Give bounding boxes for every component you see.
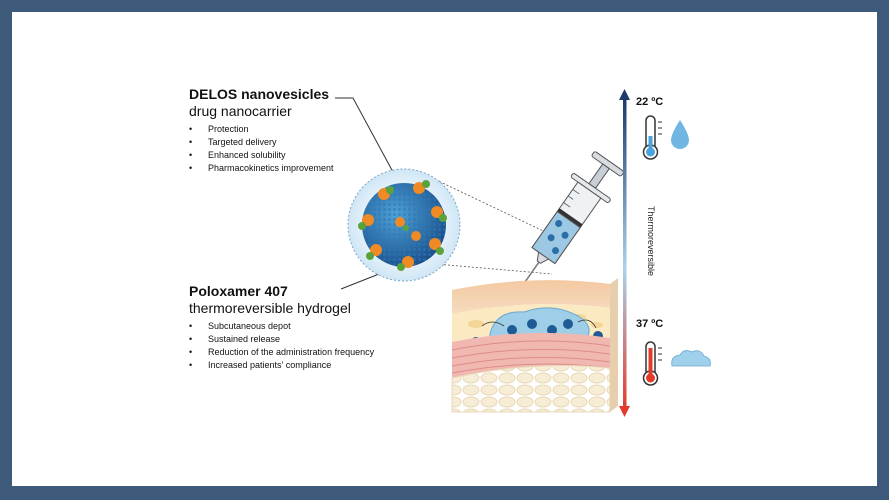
list-item: Protection (189, 123, 419, 136)
list-item: Pharmacokinetics improvement (189, 162, 419, 175)
carrier-subtitle: drug nanocarrier (189, 103, 292, 119)
hydrogel-subtitle: thermoreversible hydrogel (189, 300, 351, 316)
droplet-icon (671, 120, 689, 149)
nanovesicle-icon (347, 168, 461, 282)
slide: DELOS nanovesicles drug nanocarrier Prot… (12, 12, 877, 486)
cold-temperature-label: 22 ºC (636, 96, 664, 108)
diagram-art (335, 89, 711, 417)
list-item: Sustained release (189, 333, 389, 346)
hydrogel-block: Poloxamer 407 thermoreversible hydrogel … (189, 283, 389, 372)
thermometer-cold-icon (642, 115, 662, 160)
temperature-gradient-arrow (619, 89, 630, 417)
carrier-list: Protection Targeted delivery Enhanced so… (189, 123, 419, 175)
list-item: Subcutaneous depot (189, 320, 389, 333)
thermometer-warm-icon (642, 341, 662, 386)
list-item: Enhanced solubility (189, 149, 419, 162)
carrier-title: DELOS nanovesicles (189, 86, 330, 102)
carrier-block: DELOS nanovesicles drug nanocarrier Prot… (189, 86, 419, 175)
hydrogel-title: Poloxamer 407 (189, 283, 288, 299)
hydrogel-list: Subcutaneous depot Sustained release Red… (189, 320, 389, 372)
skin-section-icon (451, 278, 618, 413)
list-item: Targeted delivery (189, 136, 419, 149)
list-item: Reduction of the administration frequenc… (189, 346, 389, 359)
gel-cloud-icon (671, 350, 711, 367)
warm-temperature-label: 37 ºC (636, 318, 664, 330)
callout-line-hydrogel (340, 273, 380, 290)
list-item: Increased patients’ compliance (189, 359, 389, 372)
thermoreversible-axis-label: Thermoreversible (646, 206, 656, 277)
